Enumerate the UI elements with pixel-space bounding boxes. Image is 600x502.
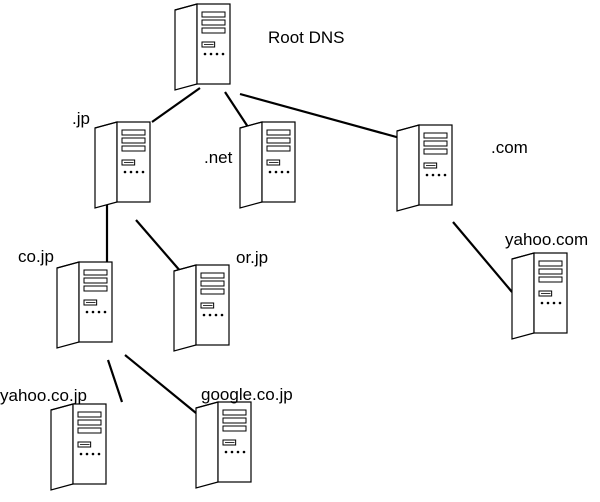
server-tower-icon [94, 121, 151, 209]
node-label-root: Root DNS [268, 28, 345, 47]
server-tower-icon [396, 124, 453, 212]
edge-com-to-yahoocom [452, 221, 513, 293]
edge-root-to-com [239, 92, 401, 140]
server-tower-icon [174, 3, 231, 91]
server-tower-icon [195, 401, 252, 489]
server-tower-icon [56, 261, 113, 349]
node-label-co-jp: co.jp [18, 247, 54, 266]
edge-root-to-jp [151, 87, 201, 123]
server-tower-icon [511, 252, 568, 340]
node-label-or-jp: or.jp [236, 248, 269, 267]
server-tower-icon [239, 121, 296, 209]
node-label-com: .com [491, 138, 528, 157]
node-label-yahoo-co-jp: yahoo.co.jp [0, 386, 87, 405]
node-label-google-co-jp: google.co.jp [201, 385, 293, 404]
edge-cojp-to-googlecojp [124, 354, 197, 414]
edge-root-to-net [224, 91, 251, 131]
server-tower-icon [50, 403, 107, 491]
connection-lines [105, 87, 513, 414]
node-label-jp: .jp [72, 109, 90, 128]
server-tower-icon [173, 264, 230, 352]
node-label-yahoo-com: yahoo.com [505, 230, 589, 249]
node-label-net: .net [204, 148, 233, 167]
edge-cojp-to-yahoocojp [106, 359, 124, 403]
